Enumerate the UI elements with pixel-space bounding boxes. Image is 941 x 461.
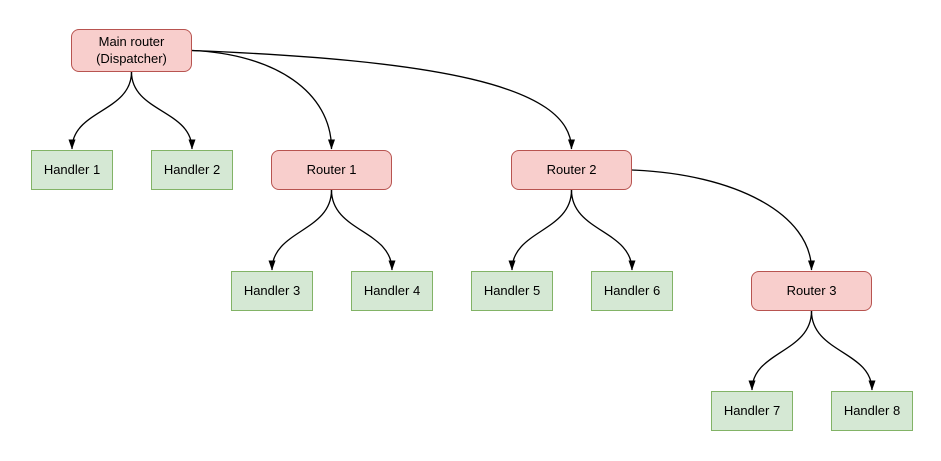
node-handler-3: Handler 3 — [231, 271, 313, 311]
node-router-1: Router 1 — [271, 150, 392, 190]
node-handler-6: Handler 6 — [591, 271, 673, 311]
node-router-3: Router 3 — [751, 271, 872, 311]
edge-main-router-to-router-2 — [191, 49, 575, 150]
node-router-2: Router 2 — [511, 150, 632, 190]
node-handler-7: Handler 7 — [711, 391, 793, 431]
node-handler-5: Handler 5 — [471, 271, 553, 311]
edge-router-1-to-handler-3 — [268, 189, 333, 271]
node-main-router: Main router (Dispatcher) — [71, 29, 192, 72]
node-handler-4: Handler 4 — [351, 271, 433, 311]
node-handler-2: Handler 2 — [151, 150, 233, 190]
edge-main-router-to-handler-2 — [130, 71, 196, 150]
node-handler-8: Handler 8 — [831, 391, 913, 431]
edge-router-2-to-router-3 — [631, 169, 815, 271]
edge-router-3-to-handler-7 — [748, 310, 813, 391]
edge-router-2-to-handler-5 — [508, 189, 573, 271]
edge-main-router-to-handler-1 — [68, 71, 133, 150]
edge-router-1-to-handler-4 — [330, 189, 396, 271]
edge-router-2-to-handler-6 — [570, 189, 636, 271]
edge-router-3-to-handler-8 — [810, 310, 876, 391]
node-handler-1: Handler 1 — [31, 150, 113, 190]
edge-main-router-to-router-1 — [191, 49, 335, 150]
